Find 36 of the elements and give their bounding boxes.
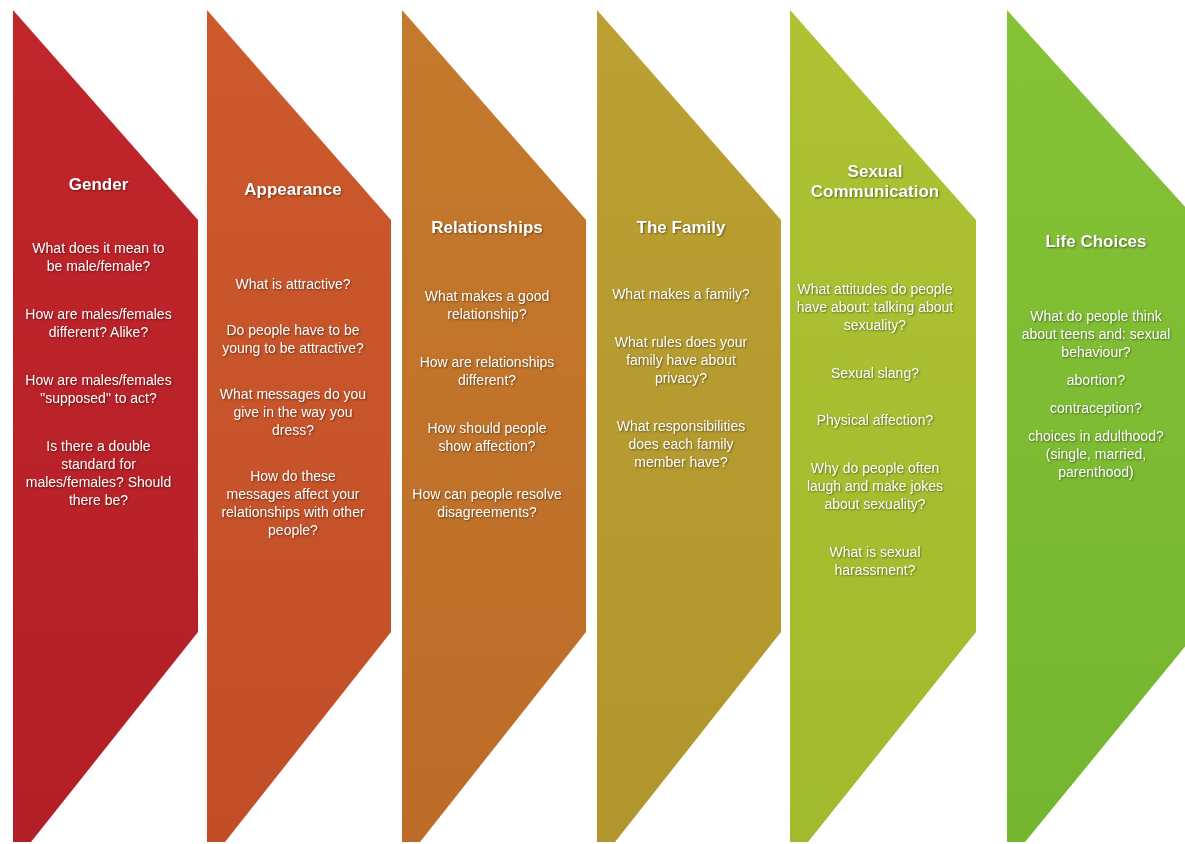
question-text: Is there a double standard for males/females? Should there be?: [24, 437, 173, 510]
question-text: Do people have to be young to be attractive?: [221, 322, 365, 359]
question-text: What attitudes do people have about: talking about sexuality?: [796, 280, 954, 335]
question-text: abortion?: [1066, 372, 1126, 390]
question-text: How are males/females different? Alike?: [24, 306, 173, 342]
band-title: Appearance: [244, 180, 342, 201]
chevron-band: [13, 10, 198, 842]
question-text: contraception?: [1050, 400, 1142, 418]
question-text: How can people resolve disagreements?: [411, 485, 563, 522]
question-text: Why do people often laugh and make jokes about sexuality?: [805, 460, 945, 515]
chevron-band: [402, 10, 586, 842]
band-title: The Family: [636, 218, 726, 239]
chevron-band: [1007, 10, 1185, 842]
question-text: What makes a good relationship?: [423, 288, 551, 325]
chevron-band: [597, 10, 781, 842]
band-title: Relationships: [431, 218, 543, 239]
question-text: How do these messages affect your relationships with other people?: [220, 467, 366, 540]
band-title: Gender: [68, 175, 129, 196]
question-text: How are males/females "supposed" to act?: [24, 372, 173, 408]
band-title: Life Choices: [1045, 232, 1147, 253]
question-text: What does it mean to be male/female?: [31, 240, 166, 277]
question-text: How are relationships different?: [418, 354, 556, 390]
chevron-band: [207, 10, 391, 842]
question-text: Physical affection?: [816, 412, 934, 431]
question-text: choices in adulthood? (single, married, parenthood): [1027, 427, 1165, 482]
question-text: What messages do you give in the way you dress?: [219, 386, 367, 440]
question-text: How should people show affection?: [426, 420, 548, 456]
question-text: What makes a family?: [612, 286, 750, 305]
question-text: What do people think about teens and: sexual behaviour?: [1020, 308, 1172, 363]
question-text: What is sexual harassment?: [828, 544, 922, 580]
question-text: What rules does your family have about privacy?: [613, 334, 749, 388]
band-title: Sexual Communication: [809, 162, 941, 203]
question-text: What is attractive?: [235, 276, 351, 295]
question-text: Sexual slang?: [831, 364, 919, 383]
chevron-band: [790, 10, 976, 842]
question-text: What responsibilities does each family member have?: [615, 418, 747, 472]
